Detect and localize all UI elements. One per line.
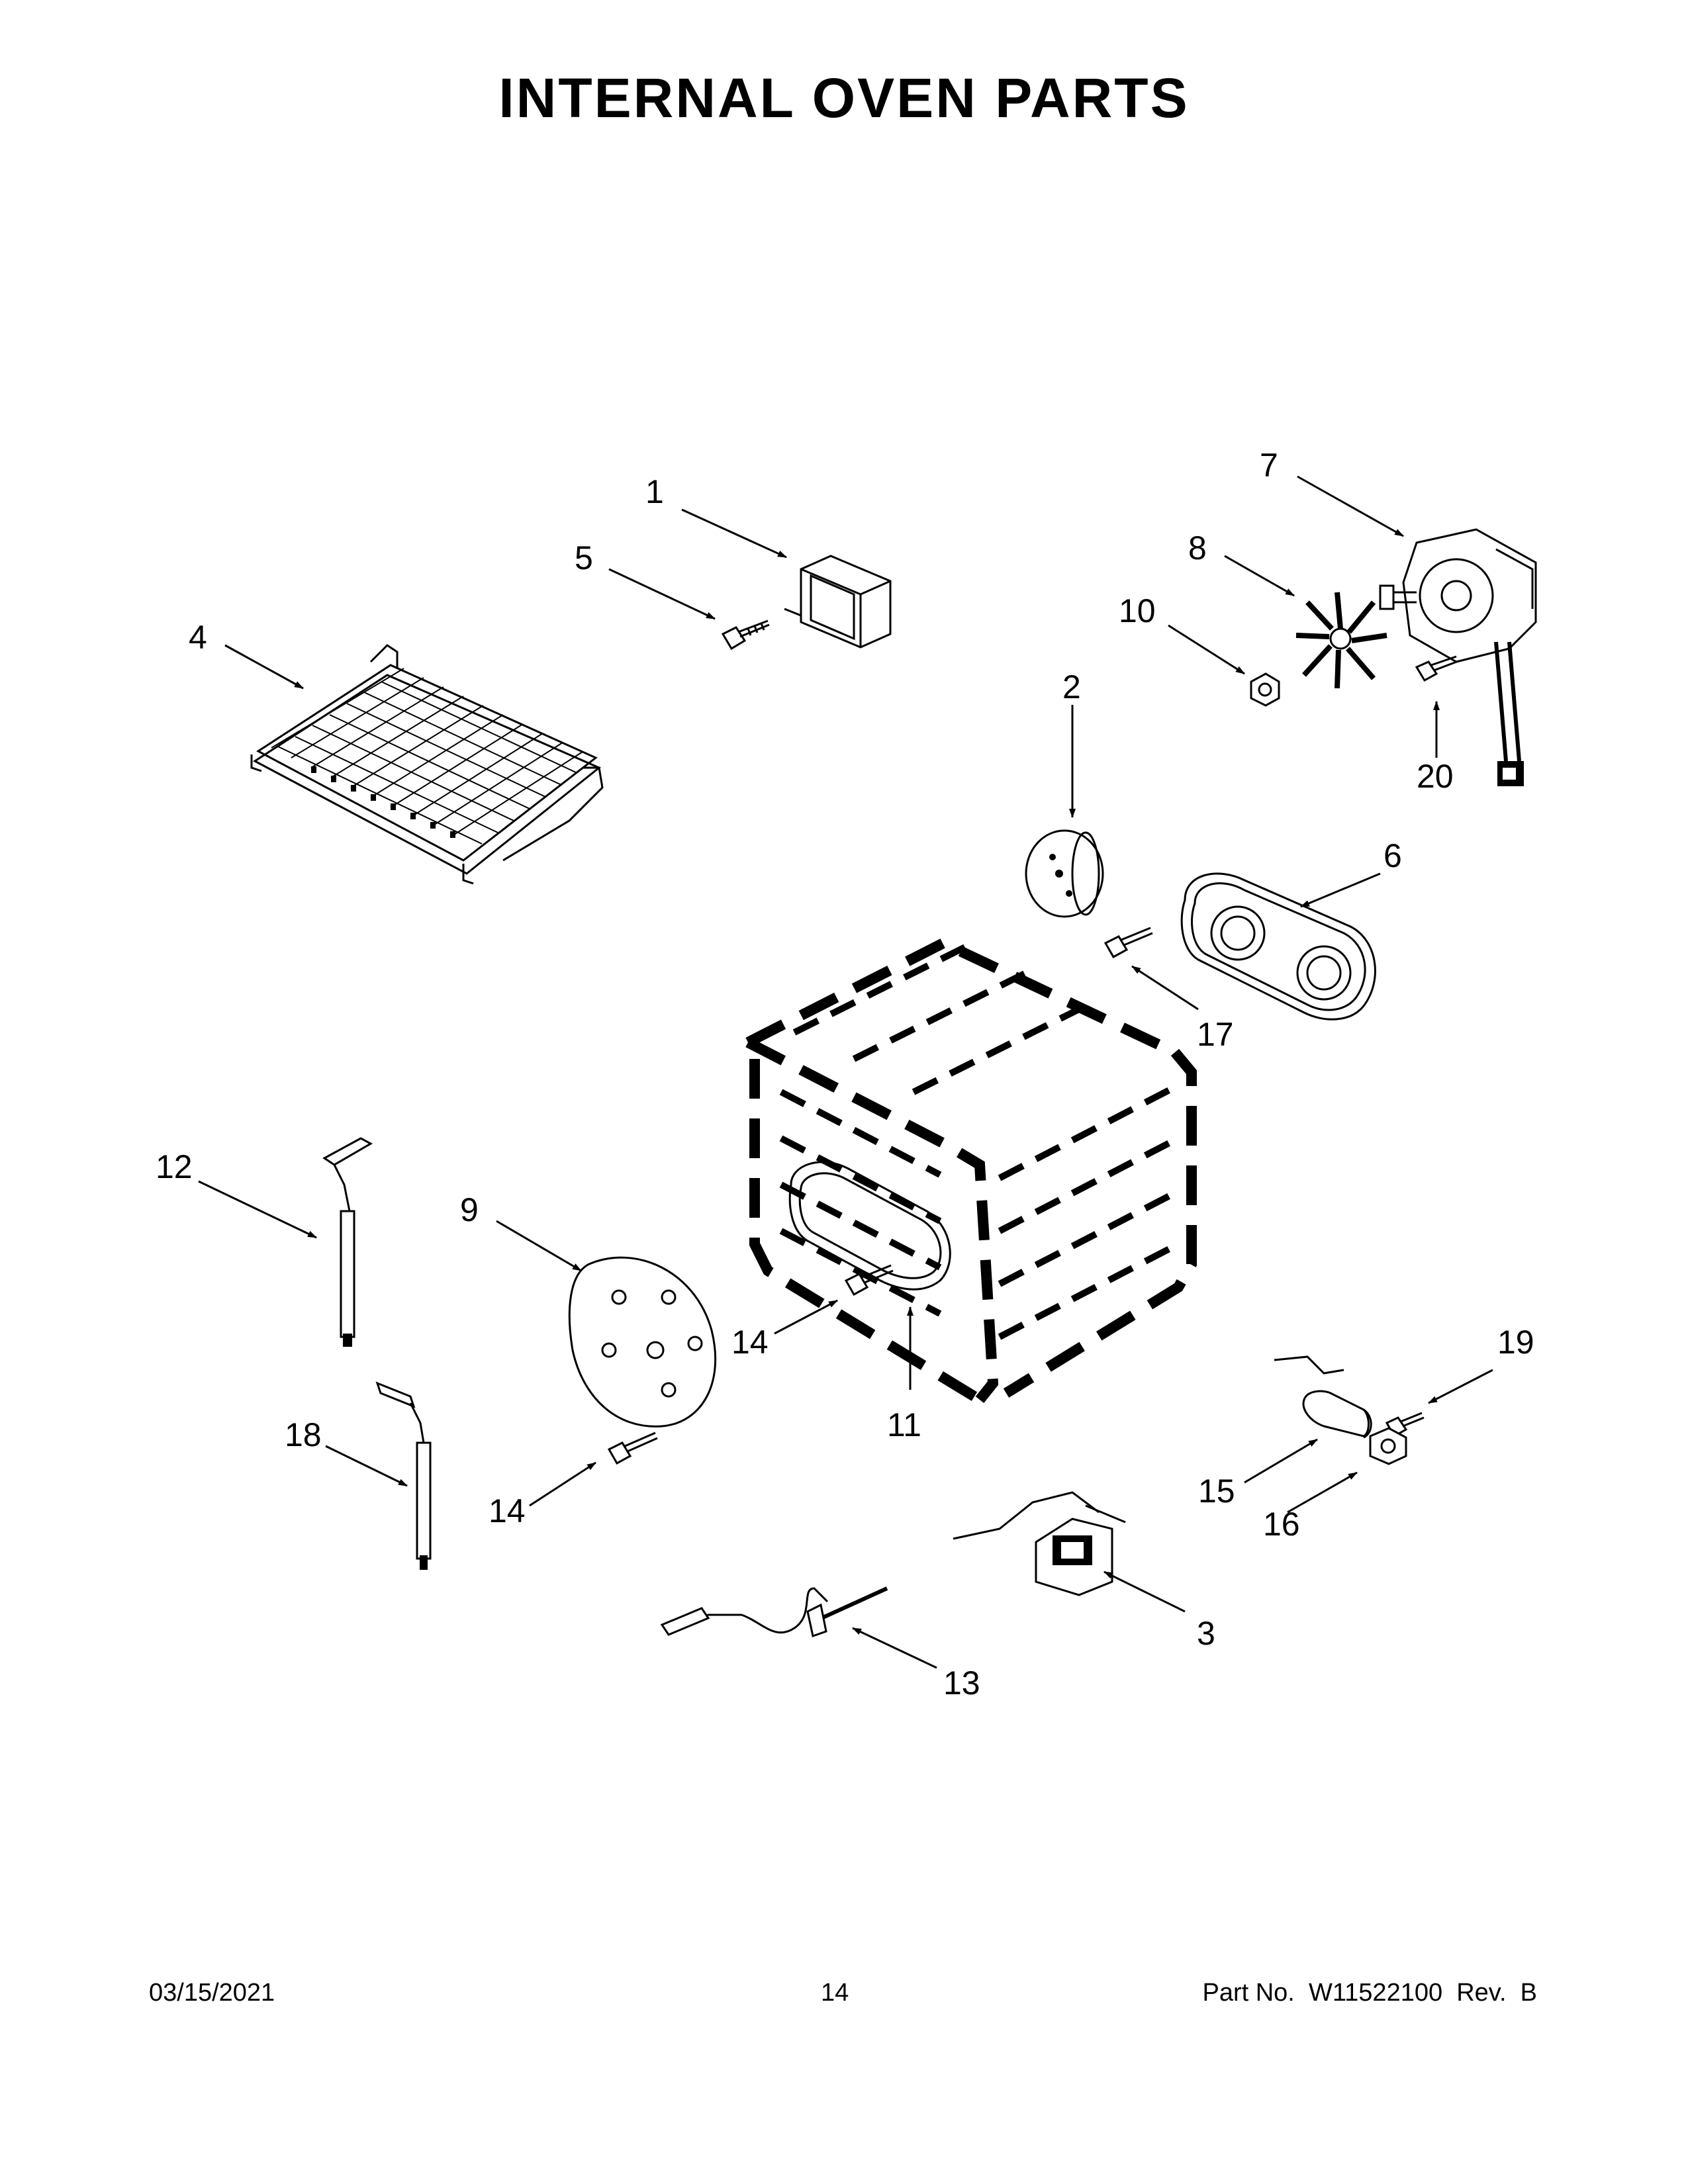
callout-13: 13	[943, 1664, 980, 1702]
callout-7: 7	[1260, 447, 1278, 484]
callout-2: 2	[1062, 668, 1081, 705]
oven-rack-part	[250, 644, 604, 885]
page-title: INTERNAL OVEN PARTS	[498, 67, 1190, 129]
footer-page-number: 14	[821, 1979, 849, 2007]
thermal-switch-part	[953, 1491, 1126, 1596]
callout-14-upper: 14	[731, 1324, 769, 1361]
callout-5: 5	[575, 539, 593, 576]
fan-blade-part	[1295, 592, 1387, 689]
callout-19: 19	[1497, 1324, 1534, 1361]
screw-part-14-upper	[844, 1264, 894, 1297]
callout-10: 10	[1119, 592, 1156, 629]
callout-4: 4	[189, 619, 207, 656]
callout-8: 8	[1188, 529, 1207, 567]
callout-11: 11	[887, 1406, 921, 1443]
callout-12: 12	[156, 1148, 193, 1185]
callout-15: 15	[1198, 1473, 1235, 1510]
fan-baffle-plate-part	[1180, 872, 1376, 1021]
sensor-part-15	[1274, 1355, 1372, 1439]
callout-1: 1	[645, 473, 664, 510]
fan-cover-disc-part	[1025, 829, 1104, 918]
callout-14-lower: 14	[489, 1492, 526, 1529]
convection-motor-part	[1379, 528, 1537, 786]
sensor-probe-part-18	[375, 1381, 432, 1570]
footer-date: 03/15/2021	[149, 1979, 275, 2007]
bracket-part	[784, 555, 892, 649]
callout-16: 16	[1263, 1506, 1300, 1543]
callout-17: 17	[1197, 1016, 1234, 1053]
meat-probe-part	[660, 1586, 888, 1637]
oven-cavity-part	[745, 937, 1197, 1404]
callout-leaders	[198, 475, 1493, 1669]
callout-20: 20	[1417, 758, 1454, 795]
screw-part-17	[1103, 927, 1153, 959]
screw-part-20	[1415, 655, 1459, 682]
round-cover-plate-part	[568, 1256, 717, 1428]
nut-part-10	[1250, 672, 1280, 707]
nut-part-16	[1369, 1427, 1407, 1465]
callout-18: 18	[285, 1416, 322, 1453]
screw-part-5	[721, 619, 770, 651]
callout-3: 3	[1197, 1615, 1215, 1652]
footer-part-number: Part No. W11522100 Rev. B	[1202, 1979, 1537, 2007]
callout-6: 6	[1383, 837, 1402, 874]
screw-part-14-lower	[607, 1432, 658, 1465]
callout-9: 9	[460, 1191, 479, 1228]
sensor-probe-part-12	[322, 1137, 373, 1347]
